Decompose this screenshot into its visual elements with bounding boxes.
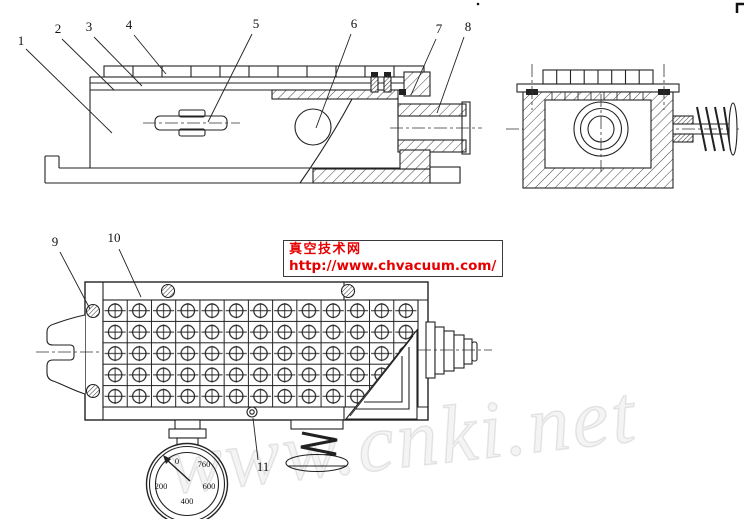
mounting-bracket <box>36 314 100 395</box>
chvacuum-url: http://www.chvacuum.com/ <box>289 257 497 274</box>
hose-adapter-section <box>390 99 482 155</box>
callout-9: 9 <box>52 234 59 249</box>
inner-cavity <box>544 99 652 169</box>
bottom-flange-hatch <box>312 149 461 184</box>
callout-4: 4 <box>126 17 133 32</box>
gauge-needle <box>166 459 191 482</box>
cover-blocks <box>90 65 429 91</box>
scan-marks <box>476 2 744 13</box>
gauge-tick-400: 400 <box>181 496 194 506</box>
callout-8: 8 <box>465 19 472 34</box>
callout-labels: 1 2 3 4 5 6 7 8 9 10 11 <box>18 16 472 474</box>
front-view: 0 760 600 400 200 <box>36 281 492 519</box>
callout-1: 1 <box>18 33 25 48</box>
chvacuum-watermark: 真空技术网 http://www.chvacuum.com/ <box>283 240 504 277</box>
side-section-view <box>506 64 742 189</box>
leader-lines <box>25 33 465 461</box>
callout-7: 7 <box>436 21 443 36</box>
bottom-screw <box>246 406 258 418</box>
cover-screw <box>340 283 356 299</box>
callout-11: 11 <box>257 459 270 474</box>
spring-assembly <box>672 102 738 156</box>
gauge-tick-600: 600 <box>203 481 216 491</box>
gauge-tick-200: 200 <box>155 481 168 491</box>
terminal-grid <box>102 299 419 408</box>
spring-mount <box>285 419 349 473</box>
callout-3: 3 <box>86 19 93 34</box>
cover-seal-hatch <box>271 89 399 100</box>
main-section-view <box>44 65 482 184</box>
spring-foot <box>285 453 349 473</box>
section-slope-line <box>299 98 353 184</box>
handle <box>143 109 240 137</box>
corner-flap <box>344 328 418 420</box>
gauge-tick-0: 0 <box>175 456 179 466</box>
vacuum-gauge: 0 760 600 400 200 <box>145 419 229 519</box>
callout-5: 5 <box>253 16 260 31</box>
cover-blocks-side <box>542 69 654 85</box>
gauge-needle-tip <box>163 455 171 464</box>
gauge-tick-760: 760 <box>198 459 211 469</box>
base-plate <box>44 155 461 184</box>
cover-screw <box>160 283 176 299</box>
callout-6: 6 <box>351 16 358 31</box>
callout-2: 2 <box>55 21 62 36</box>
porthole-circles <box>573 101 629 157</box>
sight-hole <box>294 108 332 146</box>
cover-screw <box>85 383 101 399</box>
cover-plate <box>516 83 680 93</box>
hose-adapter-front <box>418 321 492 379</box>
callout-10: 10 <box>108 230 121 245</box>
gland-seal <box>370 71 431 97</box>
terminal-pins <box>551 92 644 100</box>
chvacuum-site-name: 真空技术网 <box>289 242 362 257</box>
